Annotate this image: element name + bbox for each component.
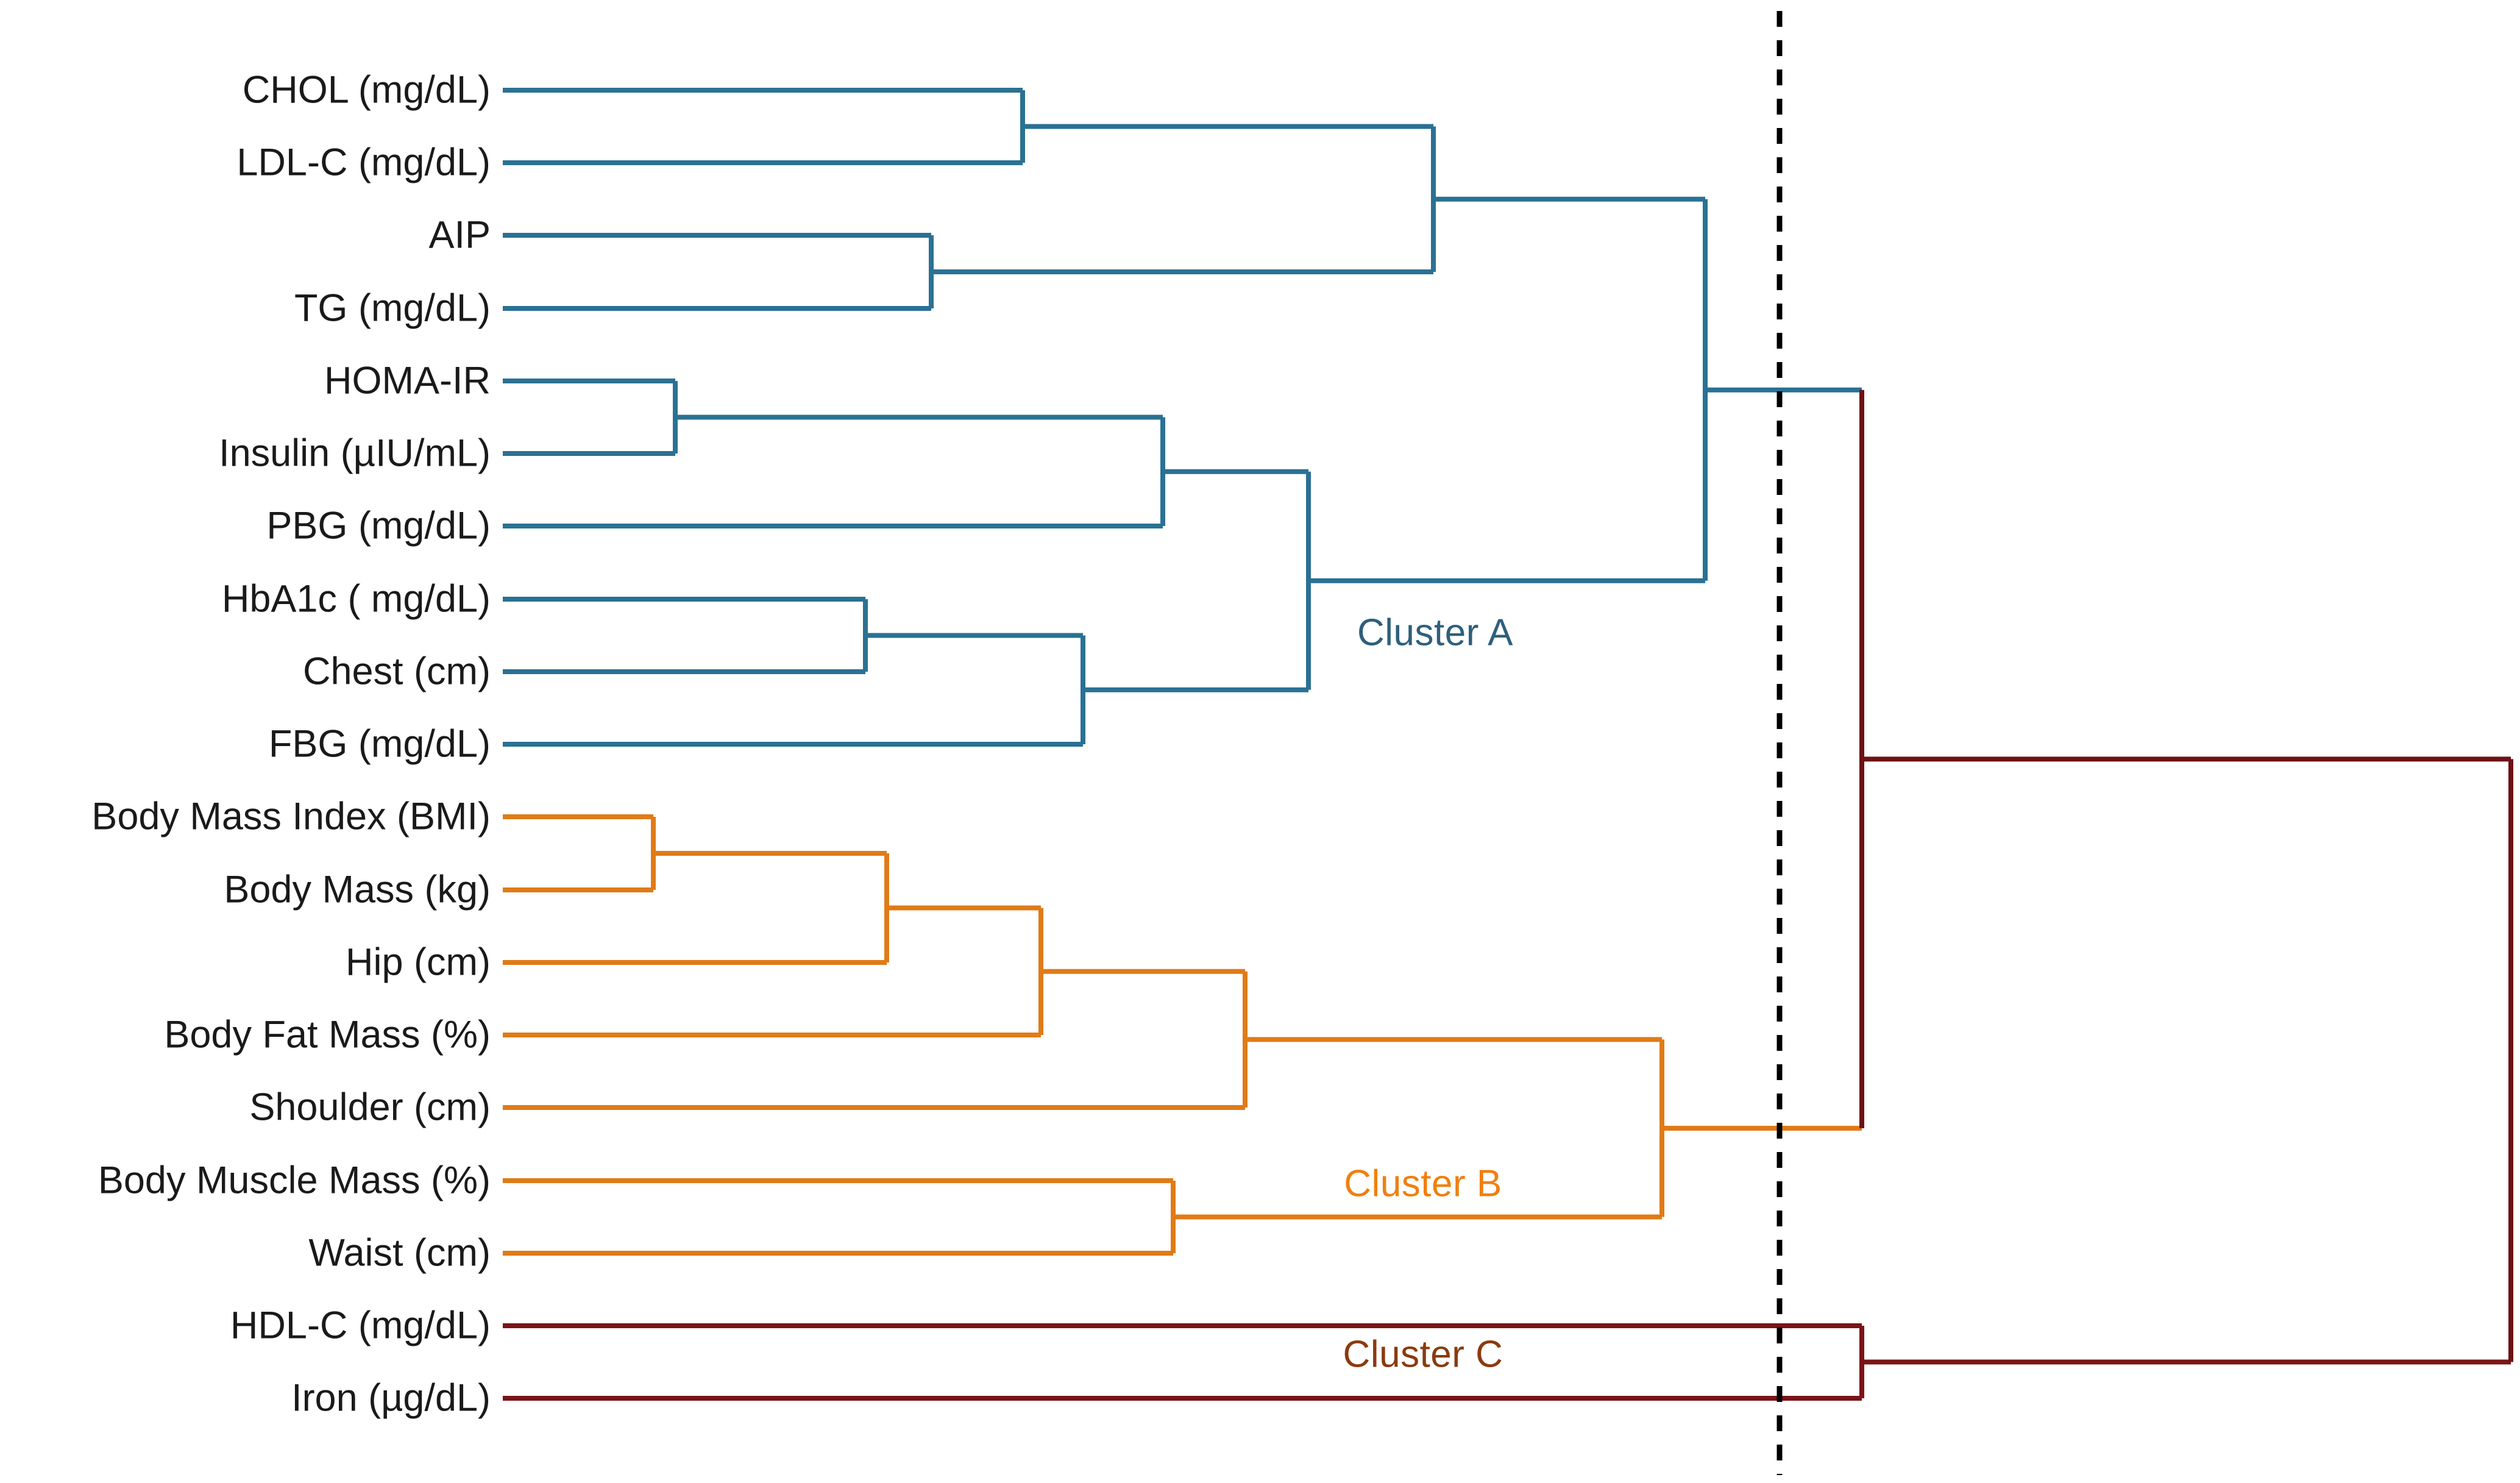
leaf-label: AIP xyxy=(428,213,491,257)
leaf-label: Body Muscle Mass (%) xyxy=(98,1159,491,1202)
leaf-label: FBG (mg/dL) xyxy=(268,722,491,766)
dendrogram-links xyxy=(503,88,2513,1401)
leaf-label: Body Mass (kg) xyxy=(224,868,491,911)
leaf-label: CHOL (mg/dL) xyxy=(242,68,491,112)
cluster-annotation-label: Cluster A xyxy=(1357,611,1514,654)
leaf-label: PBG (mg/dL) xyxy=(266,504,491,547)
leaf-label: Insulin (µIU/mL) xyxy=(219,432,491,475)
leaf-label: Body Mass Index (BMI) xyxy=(91,795,491,838)
leaf-label: HDL-C (mg/dL) xyxy=(230,1304,491,1347)
leaf-label: Iron (µg/dL) xyxy=(291,1376,491,1420)
leaf-label: HOMA-IR xyxy=(324,359,491,402)
leaf-label: Shoulder (cm) xyxy=(249,1086,491,1129)
leaf-label: LDL-C (mg/dL) xyxy=(236,141,491,184)
leaf-label: HbA1c ( mg/dL) xyxy=(221,577,491,621)
cluster-annotation-label: Cluster B xyxy=(1344,1162,1502,1205)
leaf-label: Hip (cm) xyxy=(346,941,491,984)
leaf-label: Chest (cm) xyxy=(302,650,491,693)
cluster-annotation-label: Cluster C xyxy=(1343,1333,1503,1376)
leaf-label: Body Fat Mass (%) xyxy=(164,1013,491,1056)
leaf-label: TG (mg/dL) xyxy=(294,286,491,330)
leaf-label: Waist (cm) xyxy=(308,1231,491,1275)
